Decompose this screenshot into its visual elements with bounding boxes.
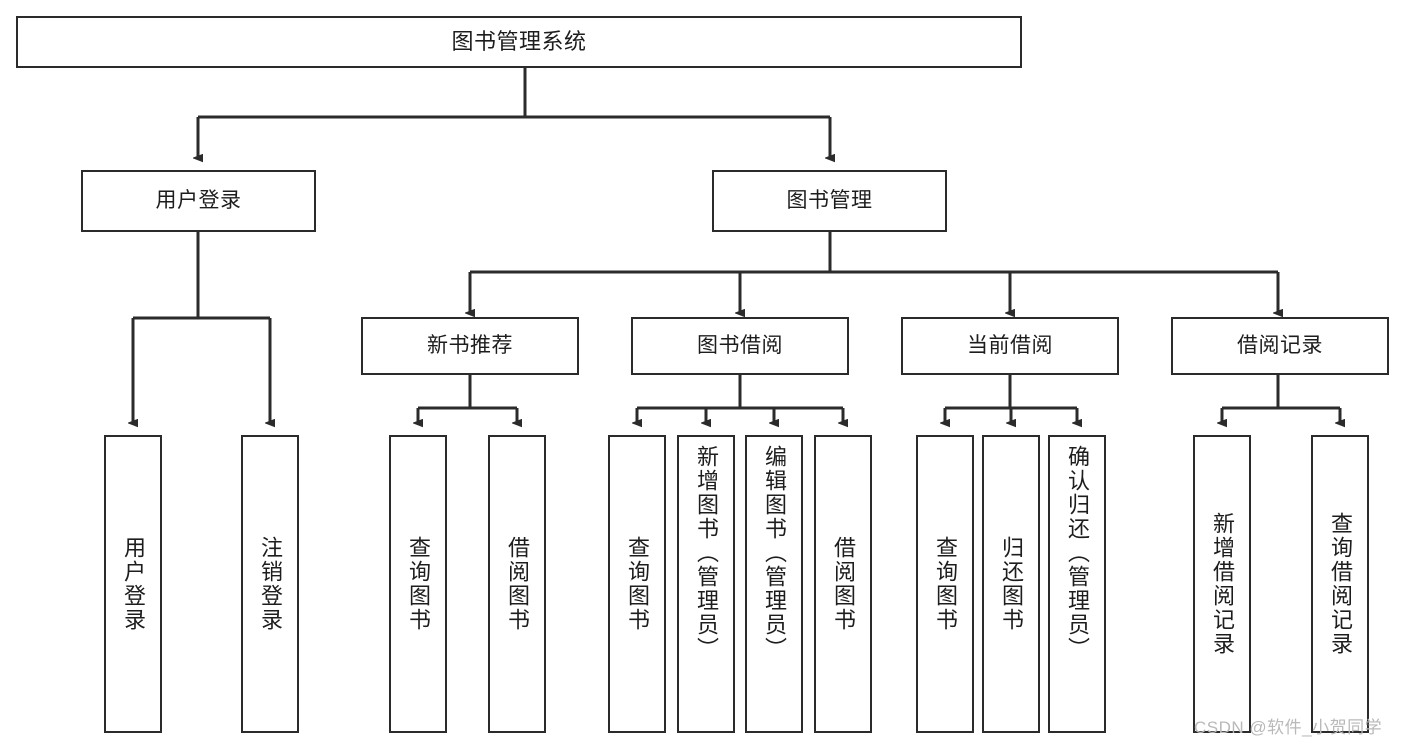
- node-label: 确认归还（管理员）: [1064, 445, 1090, 661]
- node-label: 图书管理系统: [451, 29, 587, 55]
- node-label: 借阅图书: [830, 536, 856, 632]
- leaf-return-book[interactable]: 归还图书: [982, 435, 1040, 733]
- node-book-borrow[interactable]: 图书借阅: [631, 317, 849, 375]
- node-label: 当前借阅: [967, 333, 1053, 357]
- leaf-user-login[interactable]: 用户登录: [104, 435, 162, 733]
- leaf-confirm-return-admin[interactable]: 确认归还（管理员）: [1048, 435, 1106, 733]
- leaf-query-book-current[interactable]: 查询图书: [916, 435, 974, 733]
- node-label: 图书借阅: [697, 333, 783, 357]
- node-label: 图书管理: [786, 188, 873, 212]
- leaf-add-book-admin[interactable]: 新增图书（管理员）: [677, 435, 735, 733]
- node-new-book-recommend[interactable]: 新书推荐: [361, 317, 579, 375]
- node-label: 借阅记录: [1237, 333, 1323, 357]
- leaf-borrow-book-recommend[interactable]: 借阅图书: [488, 435, 546, 733]
- leaf-edit-book-admin[interactable]: 编辑图书（管理员）: [745, 435, 803, 733]
- node-label: 归还图书: [998, 536, 1024, 632]
- node-label: 借阅图书: [504, 536, 530, 632]
- node-user-login[interactable]: 用户登录: [81, 170, 316, 232]
- node-label: 查询图书: [932, 536, 958, 632]
- node-label: 新书推荐: [427, 333, 513, 357]
- node-book-management[interactable]: 图书管理: [712, 170, 947, 232]
- node-label: 查询图书: [405, 536, 431, 632]
- leaf-add-borrow-record[interactable]: 新增借阅记录: [1193, 435, 1251, 733]
- node-label: 查询借阅记录: [1327, 512, 1353, 656]
- node-label: 新增借阅记录: [1209, 512, 1235, 656]
- node-label: 新增图书（管理员）: [693, 445, 719, 661]
- leaf-borrow-book[interactable]: 借阅图书: [814, 435, 872, 733]
- node-root-book-management-system[interactable]: 图书管理系统: [16, 16, 1022, 68]
- csdn-watermark: CSDN @软件_小贺同学: [1194, 718, 1383, 737]
- node-current-borrow[interactable]: 当前借阅: [901, 317, 1119, 375]
- leaf-query-book-recommend[interactable]: 查询图书: [389, 435, 447, 733]
- leaf-query-book-borrow[interactable]: 查询图书: [608, 435, 666, 733]
- node-label: 查询图书: [624, 536, 650, 632]
- node-borrow-record[interactable]: 借阅记录: [1171, 317, 1389, 375]
- node-label: 编辑图书（管理员）: [761, 445, 787, 661]
- leaf-query-borrow-record[interactable]: 查询借阅记录: [1311, 435, 1369, 733]
- node-label: 用户登录: [120, 536, 146, 632]
- node-label: 注销登录: [257, 536, 283, 632]
- node-label: 用户登录: [155, 188, 242, 212]
- leaf-logout[interactable]: 注销登录: [241, 435, 299, 733]
